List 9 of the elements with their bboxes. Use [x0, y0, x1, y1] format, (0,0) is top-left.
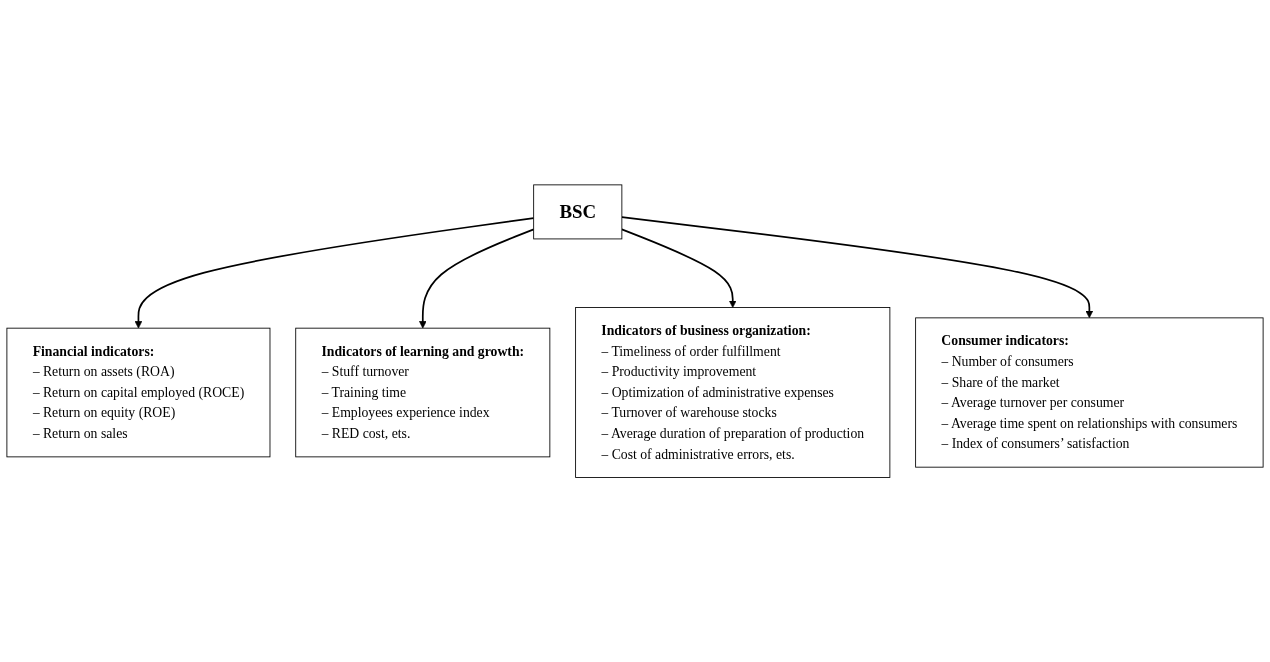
- node-box: Financial indicators: – Return on assets (ROA) – Return on capital employed (ROCE) – Return on equity (ROE) – Return on sales: [6, 327, 271, 458]
- node-box: BSC: [533, 184, 623, 240]
- node-box: Consumer indicators: – Number of consumers – Share of the market – Average turnover per consumer – Average time spent on relationships with consumers – Index of consumers’ satisfaction: [915, 317, 1264, 468]
- arrow: [621, 228, 737, 308]
- arrow: [621, 216, 1094, 319]
- arrow: [134, 217, 535, 329]
- arrow: [419, 228, 535, 329]
- node-box: Indicators of business organization: – Timeliness of order fulfillment – Productivity improvement – Optimization of administrative expenses – Turnover of warehouse stocks – Average duration of preparation of production – Cost of administrative errors, ets.: [575, 306, 891, 478]
- node-box: Indicators of learning and growth: – Stuff turnover – Training time – Employees experience index – RED cost, ets.: [295, 327, 551, 458]
